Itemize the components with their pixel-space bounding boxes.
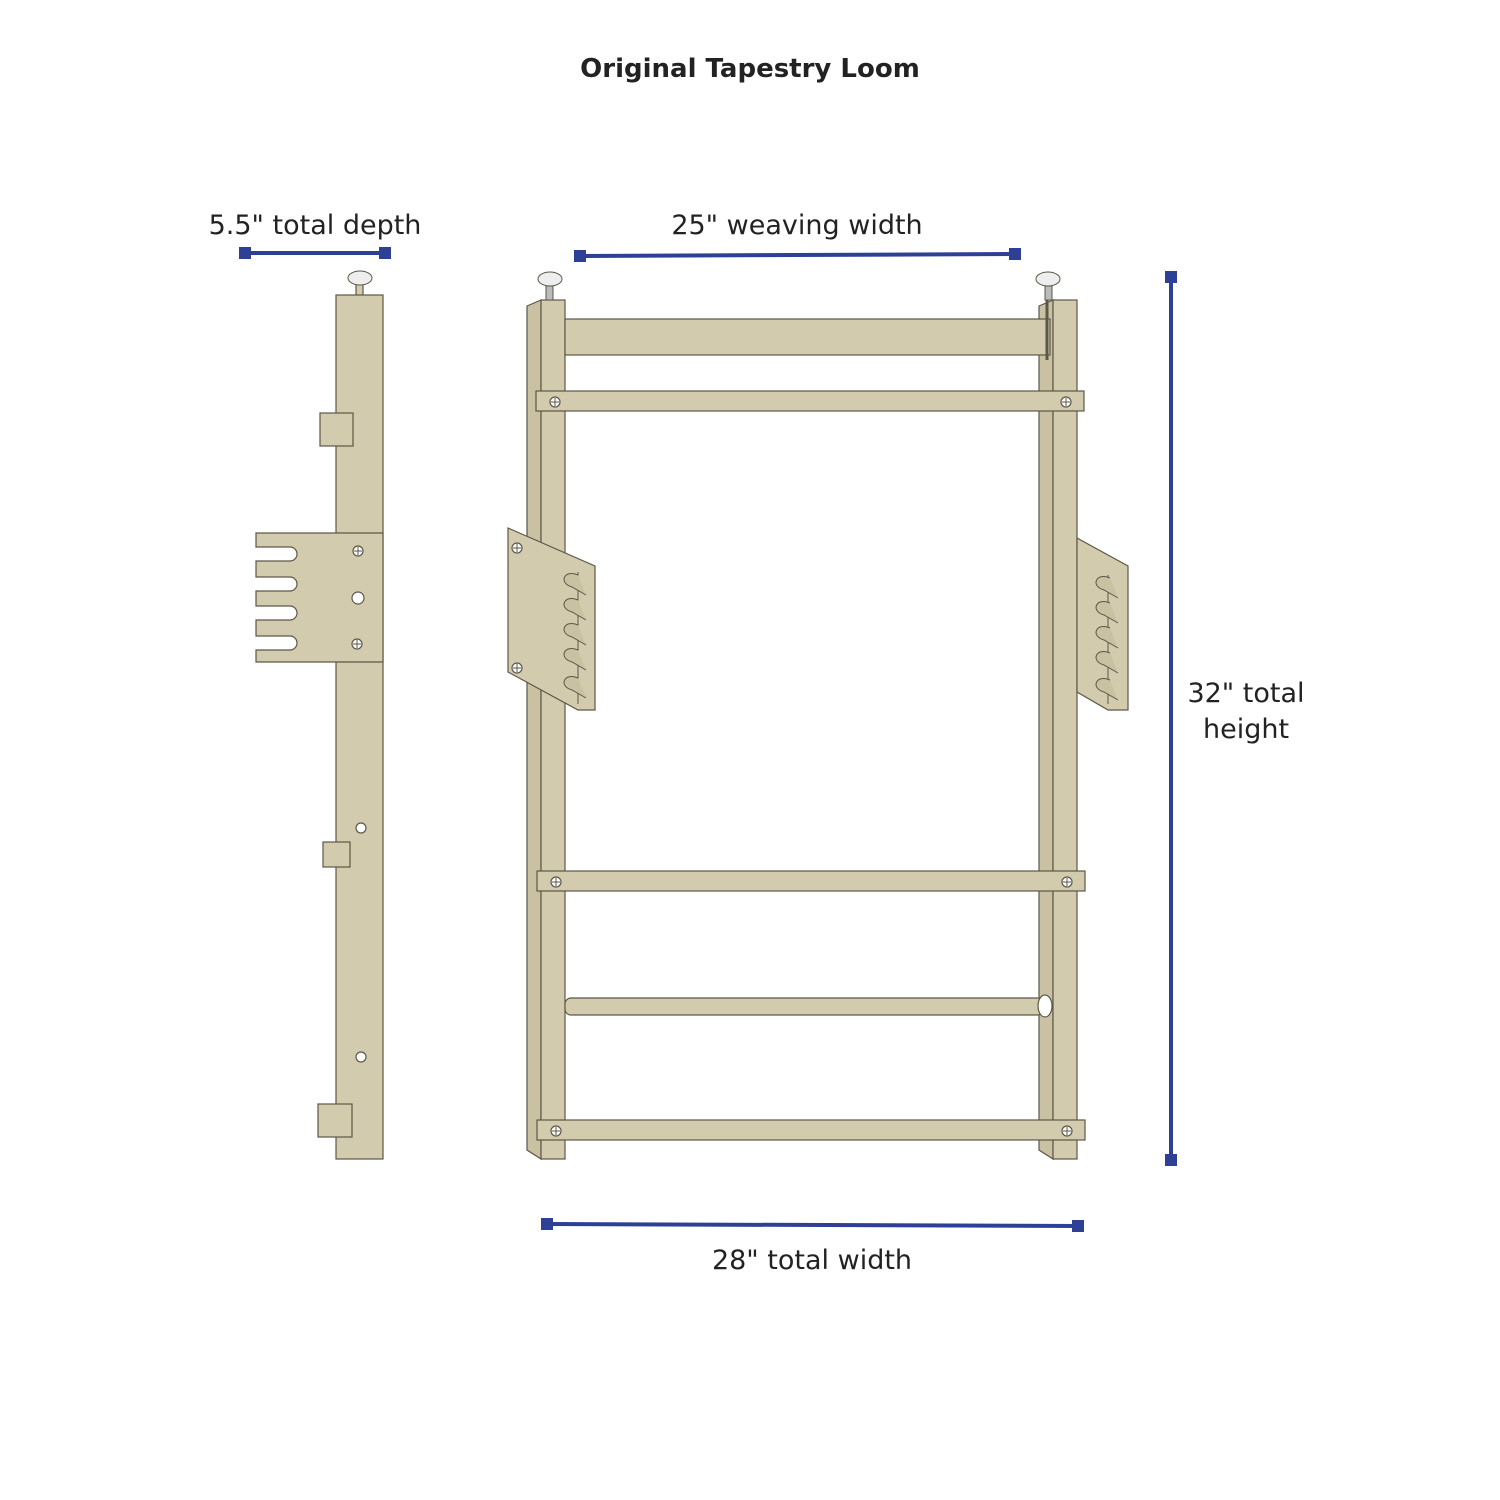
total-width-label: 28" total width bbox=[712, 1245, 912, 1276]
weaving-width-dimension: 25" weaving width bbox=[574, 210, 1021, 262]
screw-icon bbox=[549, 396, 1073, 1137]
tension-knob-icon bbox=[1035, 271, 1061, 301]
depth-dimension: 5.5" total depth bbox=[209, 210, 422, 259]
tension-knob-icon bbox=[347, 270, 373, 297]
crossbar-bottom bbox=[536, 1119, 1086, 1141]
crossbar-middle bbox=[536, 870, 1086, 892]
total-width-dimension: 28" total width bbox=[541, 1218, 1084, 1276]
height-label-line1: 32" total bbox=[1187, 678, 1304, 709]
weaving-width-label: 25" weaving width bbox=[671, 210, 922, 241]
crossbar-top bbox=[535, 390, 1085, 412]
height-label-line2: height bbox=[1203, 714, 1289, 745]
diagram-title: Original Tapestry Loom bbox=[580, 54, 920, 84]
top-beam bbox=[564, 318, 1051, 356]
tension-knob-icon bbox=[537, 271, 563, 301]
left-shed-bracket bbox=[507, 527, 596, 711]
depth-label: 5.5" total depth bbox=[209, 210, 422, 241]
height-dimension: 32" total height bbox=[1165, 271, 1305, 1166]
right-shed-bracket bbox=[1076, 536, 1129, 711]
front-view bbox=[507, 271, 1129, 1161]
side-view bbox=[255, 270, 384, 1160]
dowel bbox=[564, 997, 1044, 1016]
